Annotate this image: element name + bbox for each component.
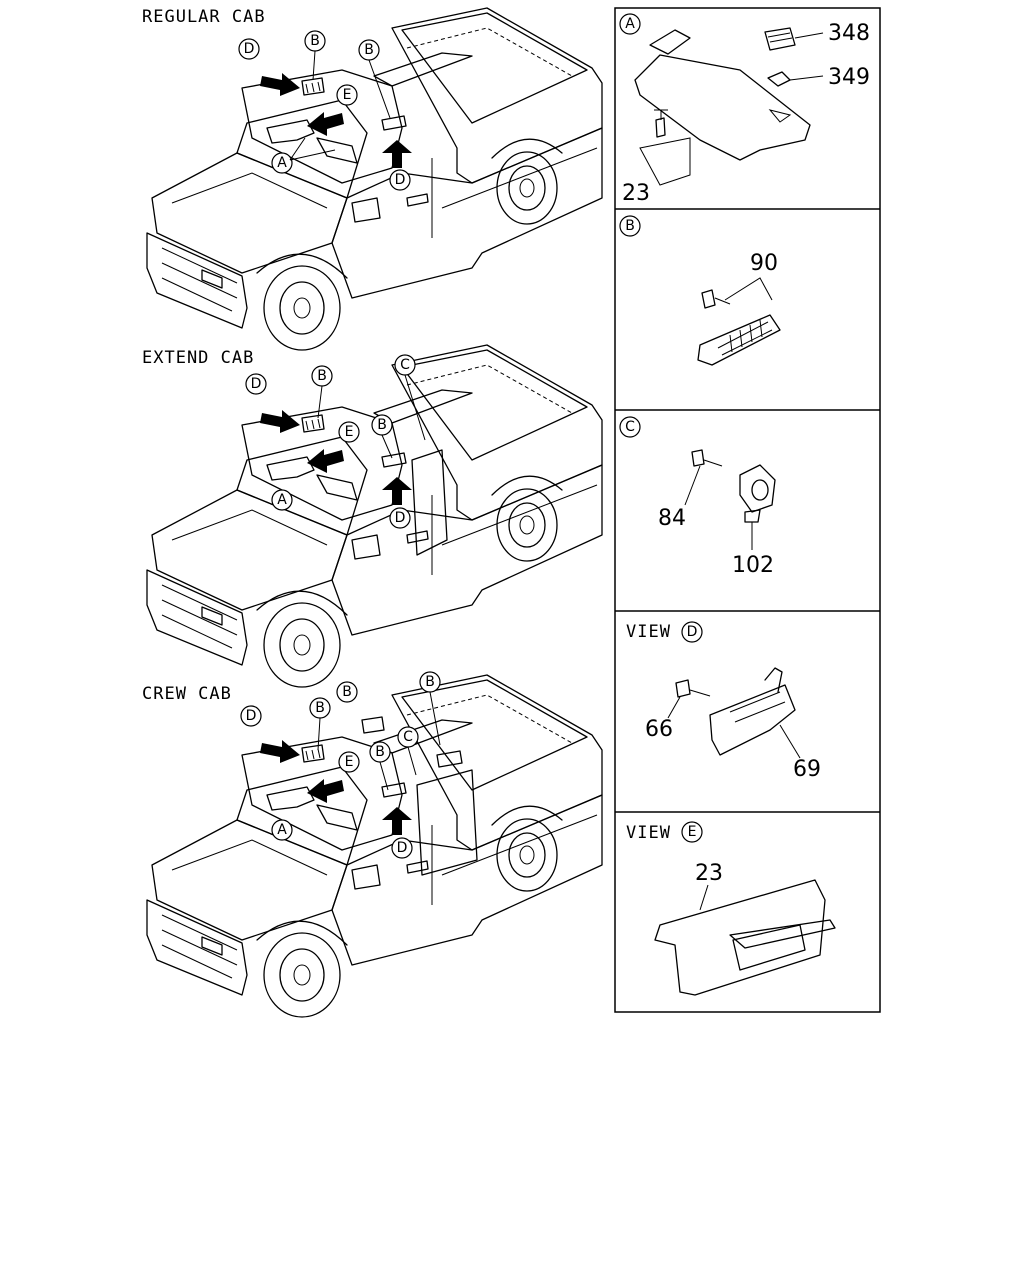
detail-panels [614, 7, 881, 1013]
callout-c-extend-text: C [400, 357, 410, 373]
extend-cab-title: EXTEND CAB [142, 348, 255, 368]
callout-e-extend: E [338, 421, 360, 443]
callout-d2-crew: D [391, 837, 413, 859]
part-90: 90 [750, 251, 778, 276]
panel-a: A 348 349 23 [619, 13, 870, 206]
callout-b2-regular: B [358, 39, 380, 61]
callout-a-extend-text: A [277, 492, 287, 508]
callout-a-regular: A [271, 152, 293, 174]
assist-light [697, 314, 781, 366]
callout-b4-crew: B [369, 741, 391, 763]
callout-d2-extend: D [389, 507, 411, 529]
crew-cab-truck [146, 674, 603, 1018]
visor-bracket [709, 684, 796, 756]
view-e-label: VIEW [626, 823, 671, 843]
part-23-a: 23 [622, 181, 650, 206]
part-69: 69 [793, 757, 821, 782]
callout-a-extend: A [271, 489, 293, 511]
panel-c-letter: C [619, 416, 641, 438]
grab-bracket [739, 464, 776, 513]
callout-d2-regular: D [389, 169, 411, 191]
callout-d-regular-text: D [244, 41, 255, 57]
part-23-e: 23 [695, 861, 723, 886]
callout-d2-crew-text: D [397, 840, 408, 856]
callout-d-crew: D [240, 705, 262, 727]
callout-a-regular-text: A [277, 155, 287, 171]
extend-cab-truck [146, 344, 603, 688]
part-102: 102 [732, 553, 774, 578]
panel-c-letter-text: C [625, 419, 635, 435]
panel-d-letter: D [681, 621, 703, 643]
callout-b1-regular-text: B [310, 33, 320, 49]
panel-d: D 66 69 [645, 621, 821, 782]
callout-d-crew-text: D [246, 708, 257, 724]
panel-e: E 23 [654, 821, 836, 996]
panel-b-letter-text: B [625, 218, 635, 234]
sunvisor-shape [634, 54, 811, 161]
panel-d-letter-text: D [687, 624, 698, 640]
sunvisor-view-e [654, 879, 826, 996]
panel-c: C 84 102 [619, 416, 776, 578]
callout-b2-extend-text: B [377, 417, 387, 433]
callout-b4-crew-text: B [375, 744, 385, 760]
callout-b3-crew-text: B [425, 674, 435, 690]
callout-b2-crew: B [336, 681, 358, 703]
regular-cab-title: REGULAR CAB [142, 7, 266, 27]
callout-b1-regular: B [304, 30, 326, 52]
panel-e-letter-text: E [688, 824, 697, 840]
callout-a-crew-text: A [277, 822, 287, 838]
regular-cab-truck [146, 7, 603, 351]
callout-d-extend: D [245, 373, 267, 395]
callout-e-crew: E [338, 751, 360, 773]
part-84: 84 [658, 506, 686, 531]
callout-d2-extend-text: D [395, 510, 406, 526]
callout-b1-extend-text: B [317, 368, 327, 384]
callout-e-regular-text: E [343, 87, 352, 103]
panel-a-letter-text: A [625, 16, 635, 32]
callout-b2-extend: B [371, 414, 393, 436]
view-d-label: VIEW [626, 622, 671, 642]
callout-b1-crew-text: B [315, 700, 325, 716]
crew-cab-title: CREW CAB [142, 684, 232, 704]
callout-e-regular: E [336, 84, 358, 106]
callout-b2-crew-text: B [342, 684, 352, 700]
panel-a-letter: A [619, 13, 641, 35]
callout-b1-extend: B [311, 365, 333, 387]
part-349: 349 [828, 65, 870, 90]
callout-c-crew: C [397, 726, 419, 748]
panel-b-letter: B [619, 215, 641, 237]
callout-c-crew-text: C [403, 729, 413, 745]
panel-b: B 90 [619, 215, 781, 366]
callout-b3-crew: B [419, 671, 441, 693]
callout-d-regular: D [238, 38, 260, 60]
panel-e-letter: E [681, 821, 703, 843]
callout-e-extend-text: E [345, 424, 354, 440]
callout-b2-regular-text: B [364, 42, 374, 58]
callout-d2-regular-text: D [395, 172, 406, 188]
callout-d-extend-text: D [251, 376, 262, 392]
callout-a-crew: A [271, 819, 293, 841]
callout-c-extend: C [394, 354, 416, 376]
part-348: 348 [828, 21, 870, 46]
callout-b1-crew: B [309, 697, 331, 719]
part-66: 66 [645, 717, 673, 742]
callout-e-crew-text: E [345, 754, 354, 770]
